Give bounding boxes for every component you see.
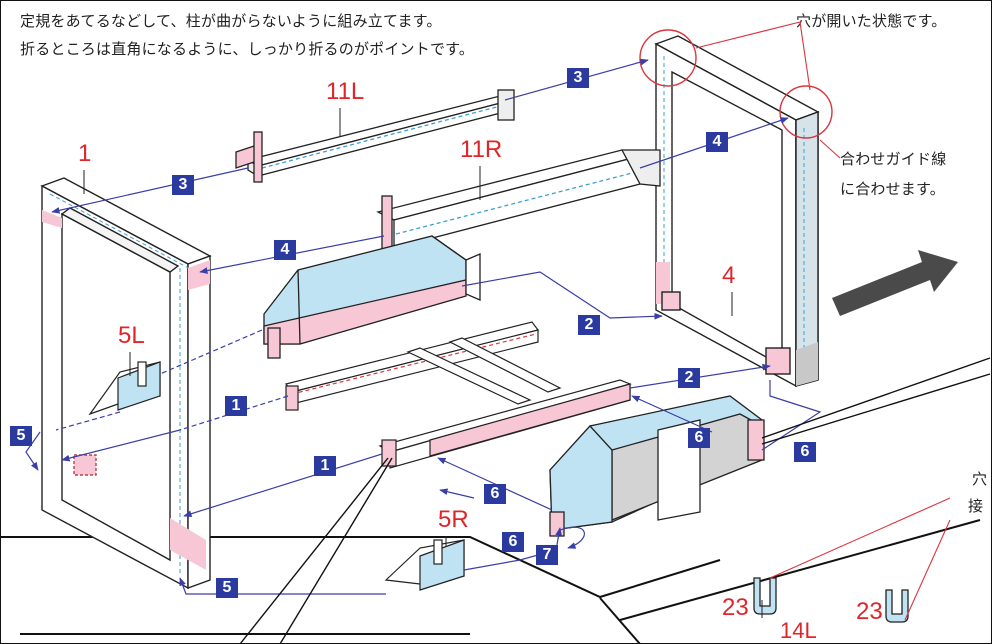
callout-guide-line-1: 合わせガイド線 [840, 150, 947, 168]
arrow-step-5-left [25, 431, 41, 471]
callout-partial-2: 接 [968, 497, 984, 515]
bracket-23-left [753, 577, 777, 615]
step-badge-1-lower: 1 [314, 456, 336, 476]
arrow-5L-to-block [159, 329, 263, 375]
beam-11R [376, 149, 661, 251]
step-badge-2-lower: 2 [678, 368, 700, 388]
callout-lines [695, 21, 951, 621]
arrow-step-1-upper [61, 429, 181, 462]
zoom-lines [239, 357, 991, 644]
arrow-step-6-c [761, 380, 822, 451]
step-badge-3-right: 3 [567, 68, 589, 88]
step-badge-5-bottom: 5 [216, 578, 238, 598]
part-label-23b: 23 [856, 598, 883, 625]
arrow-step-2-lower [629, 363, 771, 389]
beam-11L [235, 89, 515, 183]
shade-block-upper [263, 235, 481, 359]
arrow-step-7 [559, 526, 585, 549]
step-badge-5-left: 5 [10, 426, 32, 446]
part-label-5R: 5R [438, 506, 469, 533]
step-badge-6-c: 6 [794, 442, 816, 462]
step-badge-6-d: 6 [502, 532, 524, 552]
part-label-1: 1 [78, 140, 92, 167]
step-badge-4-left: 4 [274, 240, 296, 260]
front-arrow-icon [832, 250, 958, 316]
callout-guide-line-2: に合わせます。 [840, 180, 945, 198]
step-badge-6-b: 6 [688, 428, 710, 448]
step-badge-2-upper: 2 [578, 315, 600, 335]
part-label-5L: 5L [118, 322, 145, 349]
arrow-step-6-b [631, 395, 713, 433]
bracket-5L [88, 361, 161, 416]
arrow-step-1-lower [183, 453, 383, 517]
part-label-4: 4 [722, 262, 736, 289]
part-label-23a: 23 [722, 594, 749, 621]
step-badge-4-right: 4 [706, 132, 728, 152]
callout-partial-1: 穴 [972, 470, 988, 488]
shade-block-lower [549, 395, 765, 537]
step-badge-6-a: 6 [484, 484, 506, 504]
part-label-11R: 11R [460, 136, 503, 163]
callout-hole-open: 穴が開いた状態です。 [796, 12, 947, 30]
part-label-11L: 11L [326, 78, 365, 105]
assembly-arrows [25, 58, 822, 595]
part-label-14L: 14L [780, 618, 817, 643]
bracket-5R [384, 539, 465, 591]
step-badge-1-upper: 1 [225, 396, 247, 416]
bracket-23-right [885, 589, 909, 623]
instruction-line-2: 折るところは直角になるように、しっかり折るのがポイントです。 [20, 40, 475, 58]
floor-beams [284, 321, 632, 469]
arrow-step-5-bottom [179, 577, 386, 595]
arrow-step-3-left [51, 167, 249, 214]
arrow-step-2-upper [461, 271, 663, 320]
instruction-line-1: 定規をあてるなどして、柱が曲がらないように組み立てます。 [20, 12, 442, 30]
step-badge-7: 7 [536, 545, 558, 565]
step-badge-3-left: 3 [172, 175, 194, 195]
right-frame-part-4 [639, 29, 833, 388]
